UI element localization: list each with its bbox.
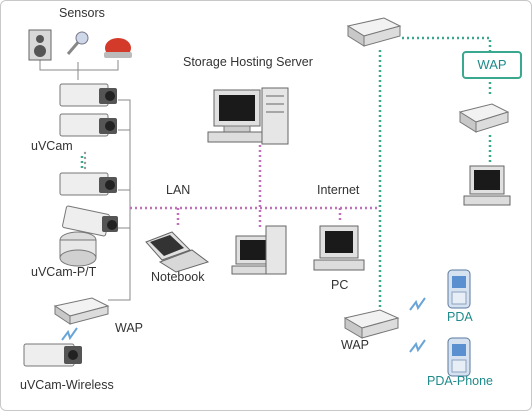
camera-icon-3 xyxy=(59,172,117,196)
camera-icon-1 xyxy=(59,83,117,107)
lan-pc-icon xyxy=(231,225,287,275)
uvcam-wireless-label: uVCam-Wireless xyxy=(20,378,114,392)
wan-lines xyxy=(80,36,492,310)
camera-icon-2 xyxy=(59,113,117,137)
lan-lines xyxy=(130,140,380,228)
wap-device-icon-top xyxy=(346,17,402,47)
storage-server-label: Storage Hosting Server xyxy=(183,55,313,69)
pda-phone-icon xyxy=(447,337,471,377)
notebook-icon xyxy=(145,231,210,273)
sensors-label: Sensors xyxy=(59,6,105,20)
wap-device-icon-left xyxy=(53,297,110,325)
wap-device-icon-right xyxy=(458,103,510,133)
camera-dots xyxy=(83,151,87,170)
wap-left-label: WAP xyxy=(115,321,144,335)
wireless-signal-icon-left xyxy=(61,327,78,341)
lan-label: LAN xyxy=(166,183,191,197)
wired-connections xyxy=(39,60,131,301)
uvcam-label: uVCam xyxy=(31,139,73,153)
uvcam-pt-label: uVCam-P/T xyxy=(31,265,97,279)
speaker-icon xyxy=(28,29,52,61)
wap-device-icon-bottom xyxy=(343,309,400,339)
alarm-light-icon xyxy=(104,38,132,58)
wireless-signal-icon-pdaphone xyxy=(409,339,426,353)
server-tower-icon xyxy=(261,87,289,145)
wireless-camera-icon xyxy=(23,343,82,367)
wireless-signal-icon-pda xyxy=(409,297,426,311)
pan-tilt-camera-icon xyxy=(59,205,118,267)
server-monitor-icon xyxy=(207,89,265,143)
pda-phone-label: PDA-Phone xyxy=(427,374,494,388)
remote-pc-icon xyxy=(463,165,511,206)
internet-label: Internet xyxy=(317,183,360,197)
pda-label: PDA xyxy=(447,310,473,324)
pc-icon xyxy=(313,225,365,271)
notebook-label: Notebook xyxy=(151,270,205,284)
pda-icon xyxy=(447,269,471,309)
wap-bottom-label: WAP xyxy=(341,338,370,352)
wap-label-box: WAP xyxy=(462,51,522,79)
microphone-icon xyxy=(66,31,89,55)
pc-label: PC xyxy=(331,278,349,292)
